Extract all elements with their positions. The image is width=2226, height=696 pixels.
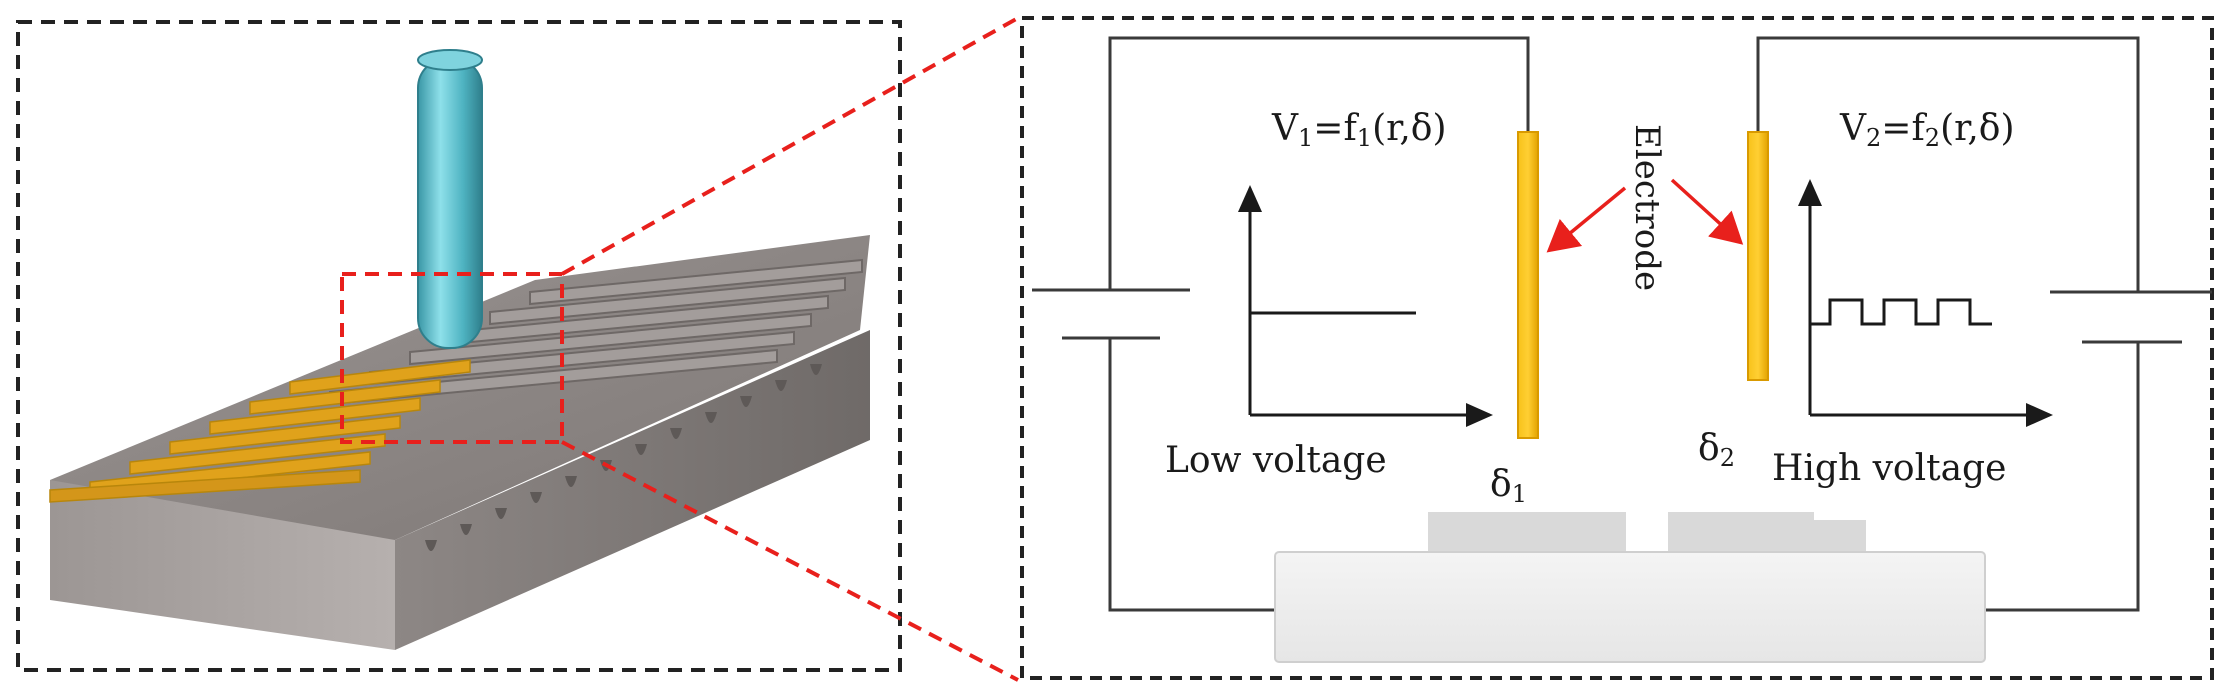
gold-ridges [49,359,471,503]
left-panel-frame [16,20,902,672]
low-voltage-plot [1238,185,1493,427]
delta1-label: δ1 [1490,464,1527,508]
zoom-region-box [340,272,564,444]
v2-formula-label: V2=f2(r,δ) [1839,108,2015,152]
electrode-arrow-left [1546,186,1627,253]
electrode-left [1517,131,1539,439]
electrode-label: Electrode [1627,124,1667,291]
zoom-line-top [561,16,1019,276]
high-voltage-pulse-waveform [1810,298,1992,326]
high-voltage-plot [1798,179,2053,427]
grooved-workpiece-block [49,235,870,650]
battery-right [2050,290,2212,344]
electrode-right [1747,131,1769,381]
delta2-label: δ2 [1698,428,1735,472]
battery-left [1032,288,1190,340]
high-voltage-label: High voltage [1772,448,2006,489]
v1-formula-label: V1=f1(r,δ) [1271,108,1447,152]
zoom-line-bottom [561,440,1019,682]
right-panel-frame [1020,16,2214,680]
electrode-arrow-right [1670,178,1744,245]
workpiece-base [1274,551,1986,663]
circuit-wires [1108,36,2140,612]
machining-probe [417,49,483,349]
groove-notches [425,364,822,551]
low-voltage-label: Low voltage [1165,440,1387,481]
